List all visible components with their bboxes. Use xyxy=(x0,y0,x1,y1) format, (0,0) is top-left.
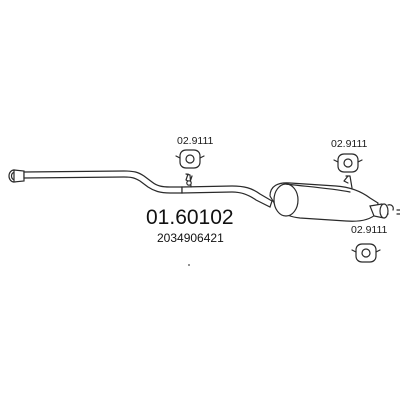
stray-dot xyxy=(188,264,190,266)
tail-pipe-outlet xyxy=(379,203,389,219)
clamp-label-left: 02.9111 xyxy=(177,135,214,147)
front-tube xyxy=(23,170,183,194)
rubber-hanger-icon xyxy=(333,153,363,173)
rear-silencer xyxy=(269,175,394,222)
rubber-hanger-icon xyxy=(351,243,381,263)
mid-tube xyxy=(181,185,273,208)
rubber-hanger-icon xyxy=(175,149,205,169)
tail-pipe-hook xyxy=(387,204,394,211)
clamp-label-top-right: 02.9111 xyxy=(331,138,368,150)
mid-pipe xyxy=(181,173,273,208)
clamp-label-bottom-right: 02.9111 xyxy=(351,224,388,236)
silencer-front-cap xyxy=(273,183,299,217)
silencer-seam xyxy=(285,183,351,193)
main-part-number: 01.60102 xyxy=(146,206,234,229)
inlet-collar xyxy=(13,169,25,183)
front-pipe xyxy=(8,169,183,194)
pipe-hanger-eye xyxy=(186,180,192,186)
silencer-hanger xyxy=(343,175,353,189)
oem-part-number: 2034906421 xyxy=(157,231,224,245)
